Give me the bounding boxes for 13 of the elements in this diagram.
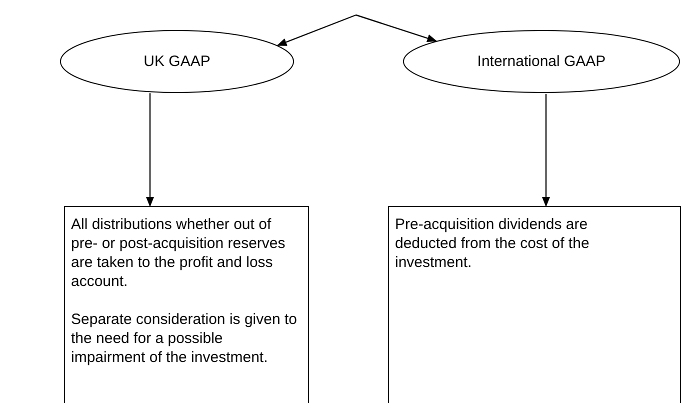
box-paragraph: Separate consideration is given to the need for a possible impairment of the investment. <box>71 310 297 367</box>
ellipse-node <box>403 30 680 93</box>
text-box <box>64 206 309 403</box>
arrow <box>146 93 154 207</box>
text-box <box>388 206 681 403</box>
arrow <box>356 14 438 42</box>
node-label: International GAAP <box>477 52 606 70</box>
box-paragraph: Pre-acquisition dividends are deducted from the cost of the investment. <box>395 215 590 272</box>
ellipse-node <box>60 30 294 93</box>
arrow <box>276 14 356 46</box>
box-paragraph: All distributions whether out of pre- or post-acquisition reserves are taken to the profit and loss account. <box>71 215 286 291</box>
node-label: UK GAAP <box>144 52 210 70</box>
arrow <box>542 94 550 207</box>
